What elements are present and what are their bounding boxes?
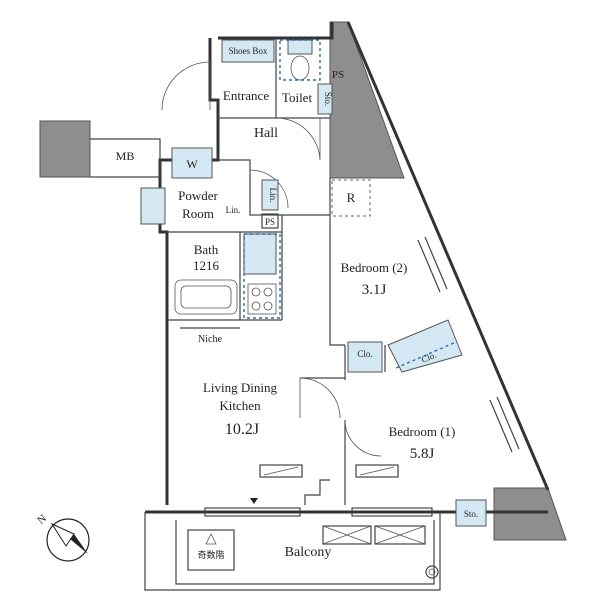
ldk-size: 10.2J xyxy=(225,421,259,438)
mb-enclosure xyxy=(90,138,161,178)
interior-walls xyxy=(167,38,386,505)
ps-top-label: PS xyxy=(332,69,344,81)
vanity-sink xyxy=(140,187,166,225)
ps-mid-box xyxy=(261,213,279,229)
sto-bedroom-label: Sto. xyxy=(464,509,478,519)
mb-label: MB xyxy=(116,149,135,163)
lin-label: Lin. xyxy=(226,205,241,215)
shoes-box xyxy=(221,39,275,63)
bathtub-inner xyxy=(180,285,232,309)
toilet-label: Toilet xyxy=(282,90,313,105)
closet-diagonal xyxy=(387,319,463,373)
evac-hatch-triangle xyxy=(205,533,217,545)
bedroom1-label: Bedroom (1) xyxy=(389,424,456,439)
ps-mid-label: PS xyxy=(265,217,275,227)
niche-label: Niche xyxy=(198,334,222,345)
bedroom2-label: Bedroom (2) xyxy=(341,260,408,275)
outer-column-top xyxy=(329,21,405,179)
sto-toilet xyxy=(317,83,333,115)
mb-column xyxy=(39,120,91,178)
kitchen-sink xyxy=(243,233,277,275)
washer-pan xyxy=(171,147,213,179)
bath-label: Bath xyxy=(194,242,219,257)
ldk-floor-vent xyxy=(259,464,303,478)
closet-small xyxy=(347,341,383,373)
cooktop xyxy=(247,283,277,315)
drain-icon xyxy=(425,565,439,579)
toilet-dashed xyxy=(279,39,321,81)
exterior-wall-diagonal xyxy=(346,21,550,491)
outer-column-bottom xyxy=(493,487,567,541)
kitchen-counter-dashed xyxy=(243,233,281,319)
north-label: N xyxy=(35,513,49,527)
evac-hatch xyxy=(187,529,235,571)
balcony-outdoor-units xyxy=(322,525,426,545)
toilet-bowl xyxy=(290,55,310,81)
entry-marker xyxy=(250,498,258,504)
closet-diagonal-dash xyxy=(395,341,457,369)
refrigerator-label: R xyxy=(347,190,356,205)
north-arrow-icon: N xyxy=(35,513,90,562)
ldk-label-line1: Living Dining xyxy=(203,380,278,395)
lin-small xyxy=(261,179,279,211)
powder-room-label-2: Room xyxy=(182,206,214,221)
bathtub xyxy=(174,279,238,315)
sliding-windows xyxy=(204,507,433,517)
closet-small-label: Clo. xyxy=(357,349,372,359)
balcony-outline xyxy=(144,512,441,591)
toilet-tank xyxy=(287,39,313,55)
bedroom1-floor-vent xyxy=(355,464,399,478)
lin-small-label: Lin. xyxy=(268,188,278,203)
powder-room-label-1: Powder xyxy=(178,188,218,203)
hall-label: Hall xyxy=(254,126,278,141)
bedroom1-size: 5.8J xyxy=(410,446,435,462)
ldk-step xyxy=(304,479,330,505)
ldk-label-line2: Kitchen xyxy=(219,398,261,413)
refrigerator-space xyxy=(331,179,371,217)
bedroom2-size: 3.1J xyxy=(362,282,387,298)
balcony-label: Balcony xyxy=(285,545,332,560)
bath-size-label: 1216 xyxy=(193,258,220,273)
sto-toilet-label: Sto. xyxy=(323,92,333,106)
diagonal-windows xyxy=(417,236,520,453)
shoes-box-label: Shoes Box xyxy=(229,46,268,56)
balcony-inner xyxy=(175,520,435,585)
exterior-wall-top xyxy=(218,22,334,40)
door-swings xyxy=(161,61,382,457)
sto-bedroom xyxy=(455,499,487,527)
evac-hatch-label: 奇数階 xyxy=(197,549,224,560)
entrance-label: Entrance xyxy=(223,88,269,103)
washer-label: W xyxy=(186,157,198,171)
